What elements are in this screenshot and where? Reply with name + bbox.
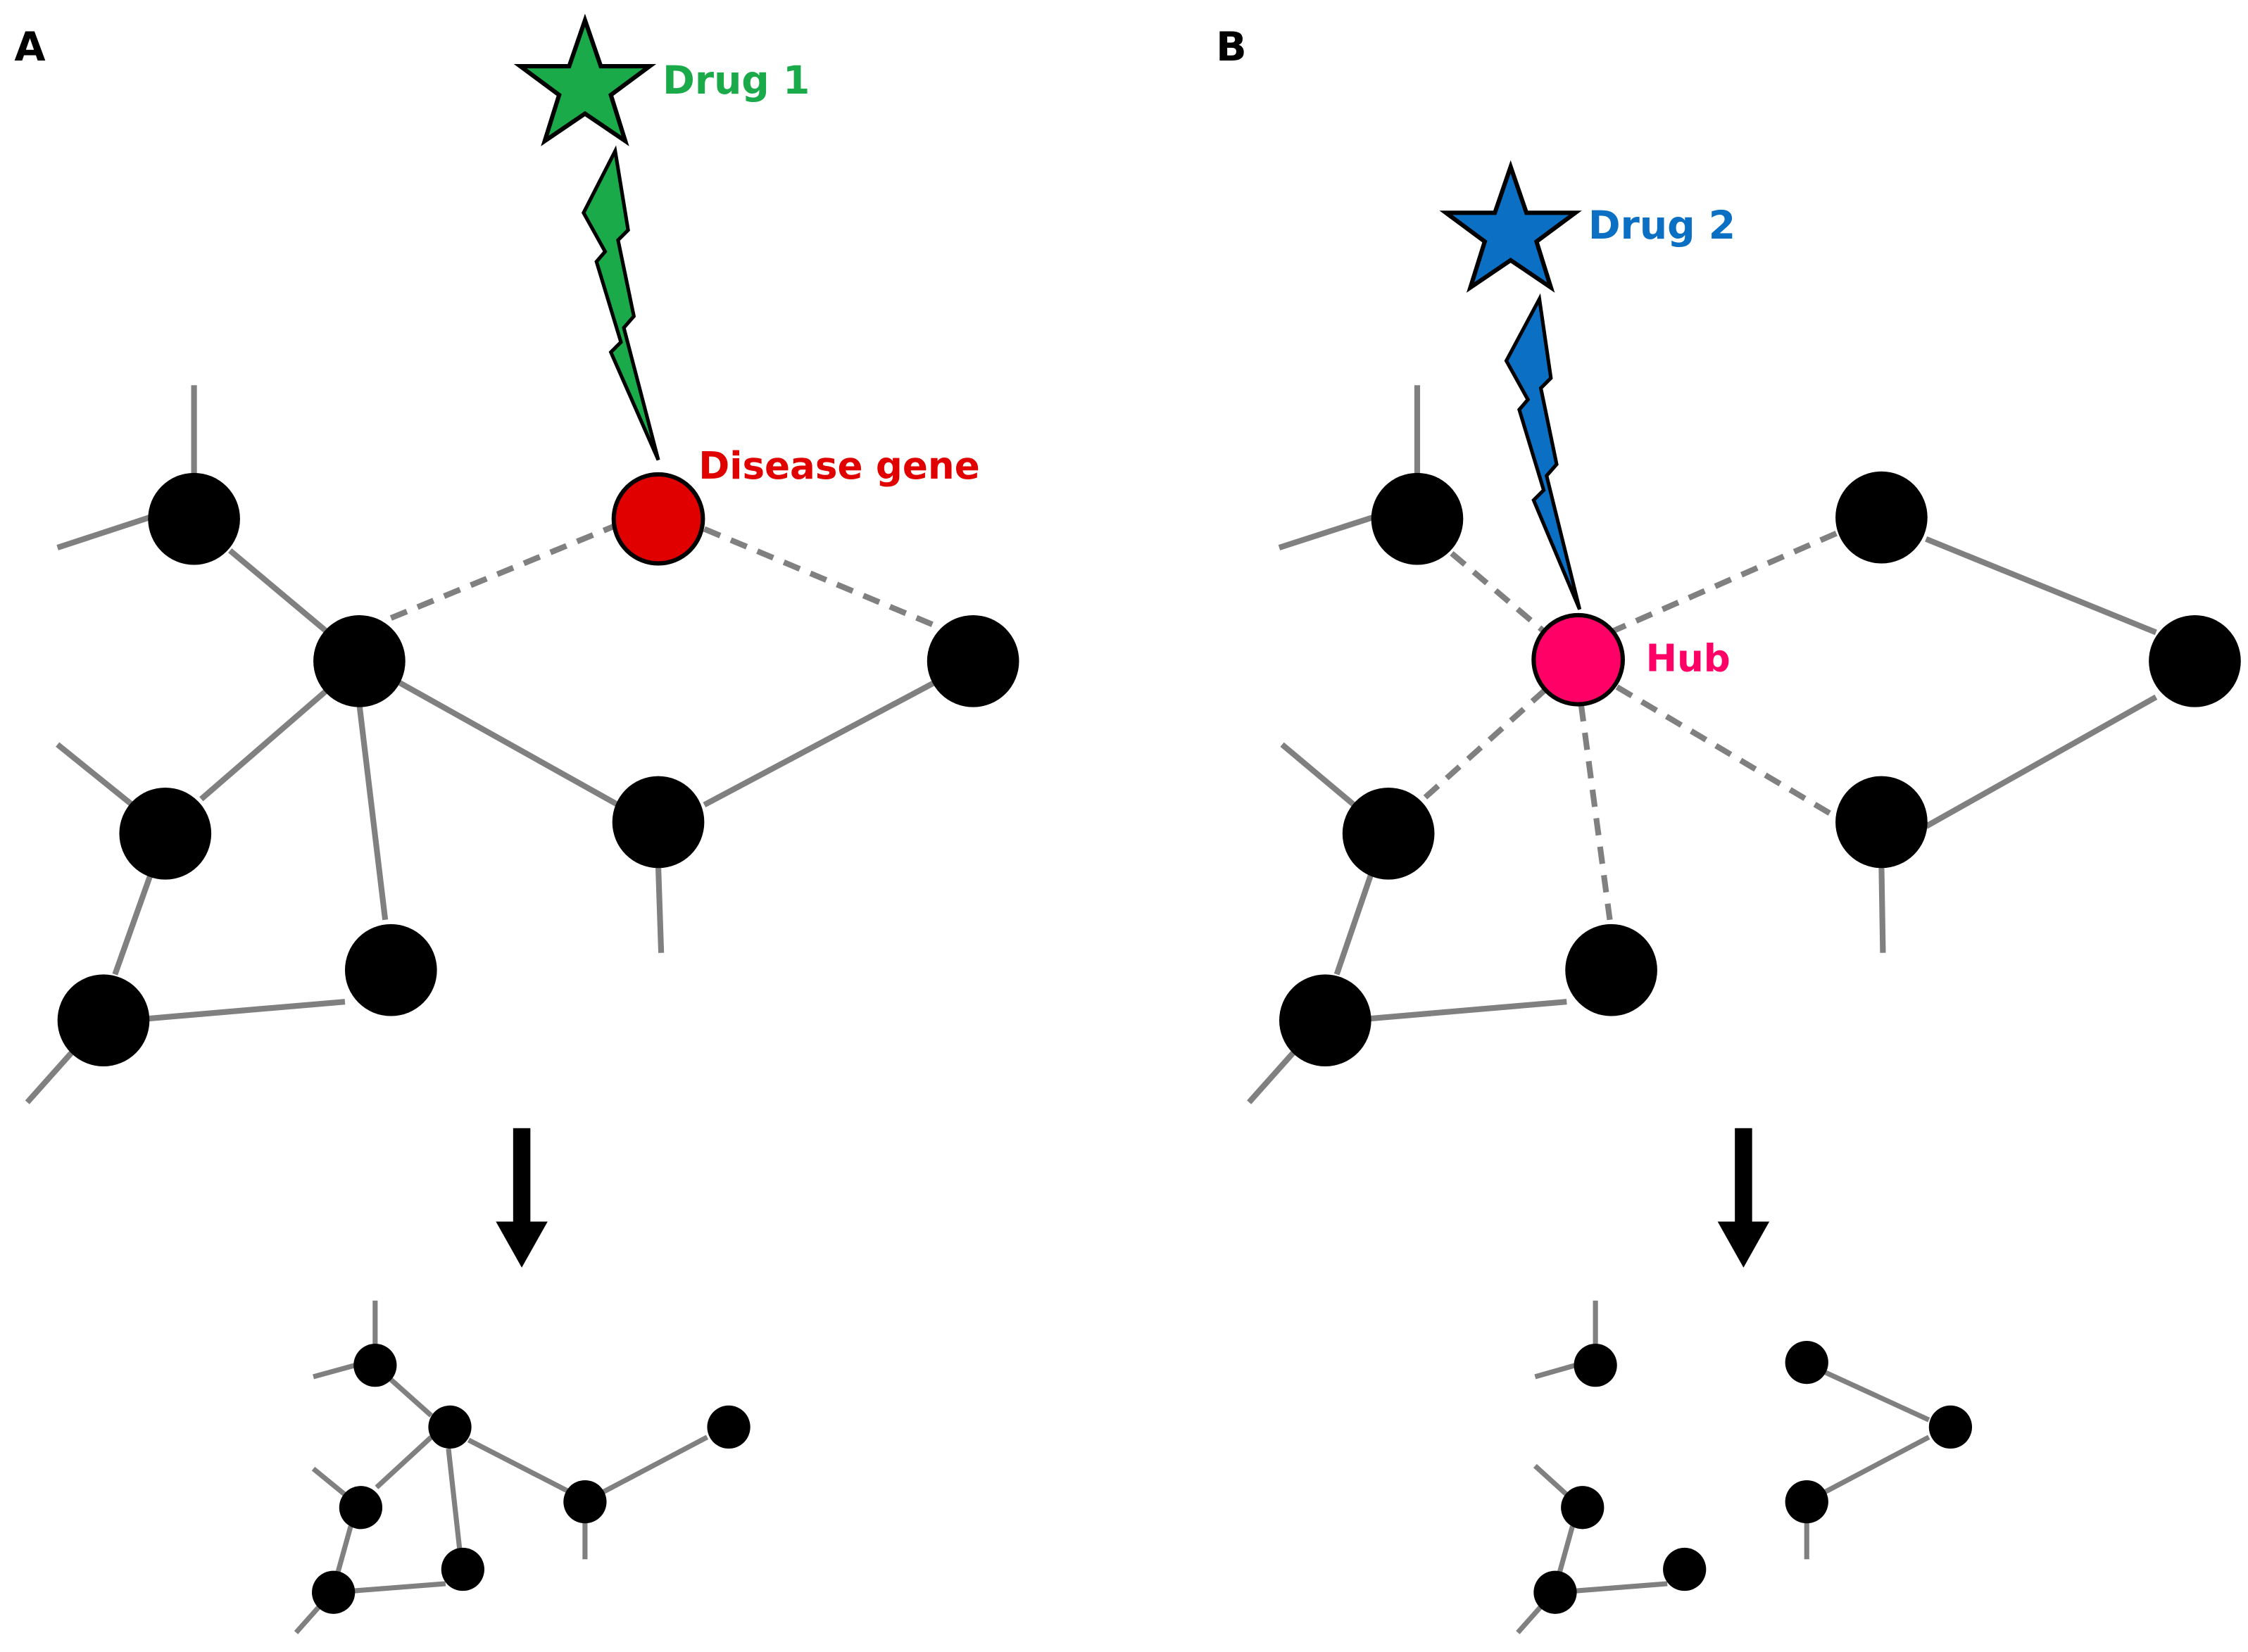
node — [927, 614, 1019, 707]
node — [1928, 1405, 1973, 1449]
node — [148, 472, 240, 565]
node — [57, 974, 150, 1067]
node — [1342, 787, 1435, 880]
node — [1533, 1570, 1577, 1614]
disease-gene-label: Disease gene — [698, 444, 980, 488]
node — [2149, 614, 2241, 707]
node — [1574, 1344, 1617, 1387]
node — [428, 1405, 472, 1449]
drug-1-label: Drug 1 — [663, 58, 810, 103]
node — [1663, 1547, 1707, 1591]
node — [441, 1547, 485, 1591]
node — [1785, 1340, 1828, 1385]
network-a-nodes — [57, 472, 1019, 1067]
network-a-result — [294, 1300, 751, 1634]
arrow-down-icon — [1717, 1128, 1770, 1268]
node — [1835, 776, 1928, 869]
drug-2-lightning-icon — [1504, 293, 1582, 610]
panel-b-label: B — [1216, 24, 1247, 70]
node — [707, 1405, 751, 1449]
drug-1-lightning-icon — [581, 145, 660, 461]
node — [1565, 923, 1657, 1016]
node — [563, 1480, 607, 1524]
panel-a: A Drug 1 — [14, 13, 1019, 1634]
node — [1371, 472, 1464, 565]
node — [1279, 974, 1371, 1067]
hub-node — [1531, 612, 1625, 707]
drug-1-star-icon — [513, 13, 657, 146]
node — [344, 923, 437, 1016]
node — [1561, 1486, 1605, 1530]
node — [612, 776, 705, 869]
hub-label: Hub — [1646, 637, 1731, 681]
arrow-down-icon — [496, 1128, 548, 1268]
node — [339, 1486, 383, 1530]
drug-2-label: Drug 2 — [1588, 203, 1735, 248]
node — [119, 787, 212, 880]
panel-a-label: A — [14, 24, 45, 70]
drug-2-star-icon — [1439, 160, 1582, 293]
node — [1785, 1480, 1828, 1524]
disease-gene-node — [611, 472, 705, 566]
panel-b: B Drug 2 — [1216, 24, 2241, 1634]
network-b-result — [1516, 1300, 1973, 1634]
network-b-edges — [1247, 385, 2158, 1104]
node — [353, 1344, 397, 1387]
network-a-edges — [25, 385, 936, 1104]
node — [313, 614, 406, 707]
node — [1835, 471, 1928, 564]
node — [312, 1570, 356, 1614]
network-b-nodes — [1279, 471, 2241, 1067]
